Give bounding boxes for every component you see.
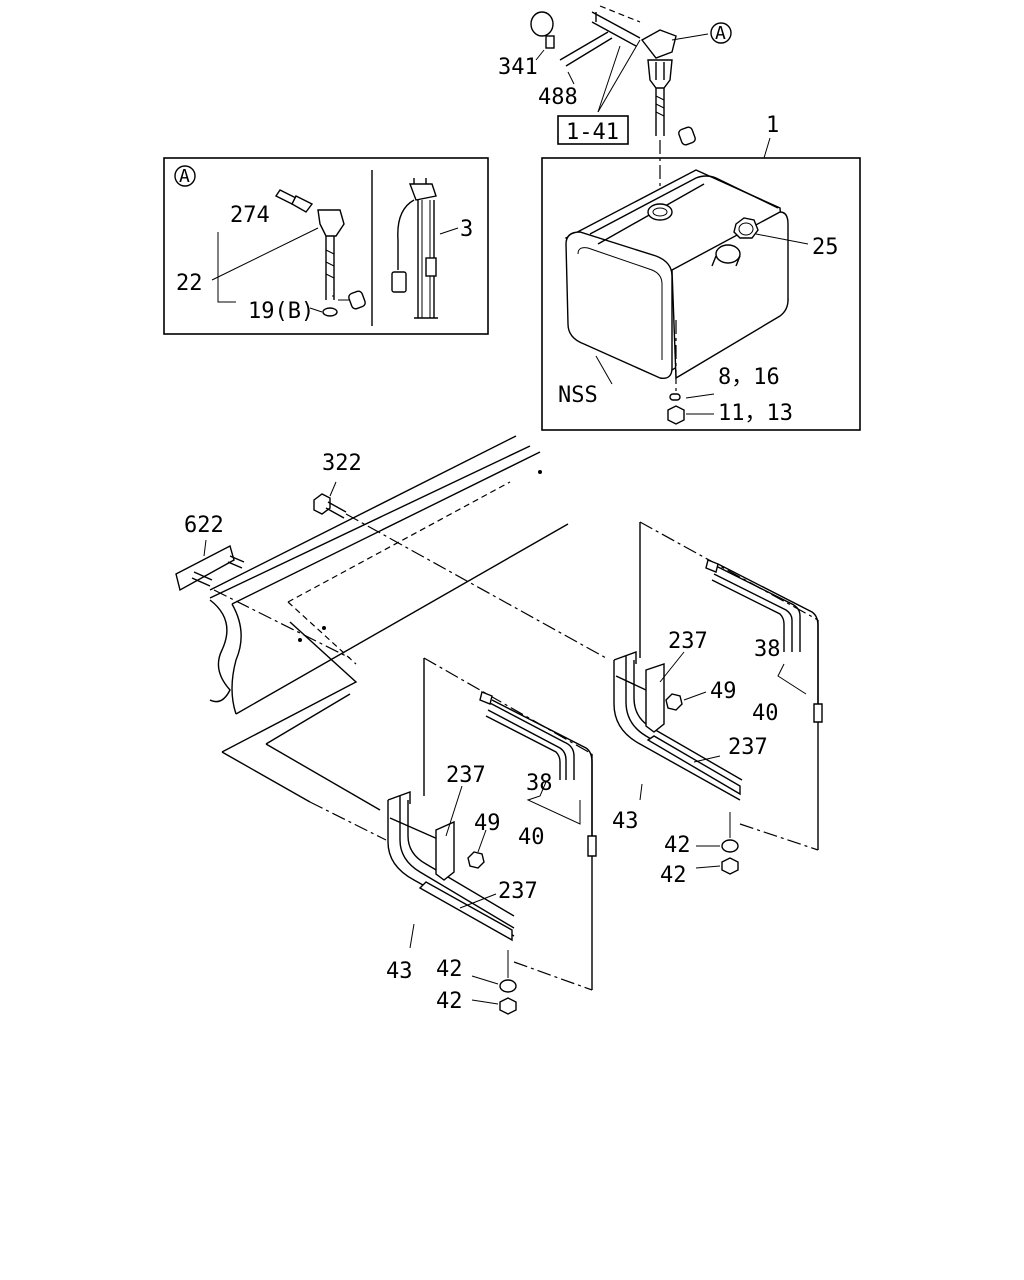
- callout-341: 341: [498, 55, 538, 80]
- callout-42-right-b: 42: [660, 863, 687, 888]
- callout-43-right: 43: [612, 809, 639, 834]
- bolt-322: [313, 295, 347, 519]
- clamp-screw: [545, 35, 555, 49]
- left-tank-bracket: [221, 621, 597, 1015]
- sender-head: [647, 59, 673, 89]
- strainer: [678, 126, 696, 146]
- callout-237-left-upper: 237: [446, 763, 486, 788]
- callout-622: 622: [184, 513, 224, 538]
- inset-sender-parts: [211, 189, 366, 317]
- callout-237-right-upper: 237: [668, 629, 708, 654]
- callout-49-right: 49: [710, 679, 737, 704]
- sender-tube: [655, 88, 665, 136]
- svg-text:A: A: [715, 23, 726, 44]
- callout-nss: NSS: [558, 383, 598, 408]
- callout-40-right: 40: [752, 701, 779, 726]
- reference-1-41: 1-41: [566, 120, 619, 145]
- detail-a-marker-top: A: [710, 22, 732, 44]
- callout-1: 1: [766, 113, 779, 138]
- filler-cap-25: [733, 217, 759, 239]
- callout-8-16: 8，16: [718, 365, 780, 390]
- tank-side-face: [671, 211, 789, 380]
- callout-42-left-b: 42: [436, 989, 463, 1014]
- callout-42-right-a: 42: [664, 833, 691, 858]
- callout-237-left-lower: 237: [498, 879, 538, 904]
- sender-bracket: [591, 11, 641, 47]
- callout-42-left-a: 42: [436, 957, 463, 982]
- fuel-tank: [564, 169, 809, 425]
- chassis-frame: [209, 435, 569, 715]
- plate-622: [175, 539, 351, 659]
- callout-22: 22: [176, 271, 203, 296]
- reference-box-1-41: [557, 115, 629, 145]
- callout-237-right-lower: 237: [728, 735, 768, 760]
- callout-25: 25: [812, 235, 839, 260]
- callout-49-left: 49: [474, 811, 501, 836]
- callout-11-13: 11，13: [718, 401, 793, 426]
- sender-opening: [647, 203, 673, 221]
- tank-front-face: [565, 231, 673, 379]
- inset-level-gauge-3: [391, 178, 459, 319]
- callout-274: 274: [230, 203, 270, 228]
- detail-a-marker-inset: A: [174, 165, 196, 187]
- detail-a-inset-frame: [163, 157, 489, 335]
- fuel-tank-frame: [541, 157, 861, 431]
- callout-40-left: 40: [518, 825, 545, 850]
- fuel-sender-assembly: [530, 5, 709, 208]
- elbow-fitting: [640, 29, 677, 59]
- sender-unit-22: [317, 209, 345, 237]
- callout-19b: 19(B): [248, 299, 314, 324]
- drain-plug-11-13: [667, 405, 685, 425]
- svg-text:A: A: [179, 166, 190, 187]
- callout-488: 488: [538, 85, 578, 110]
- callout-3: 3: [460, 217, 473, 242]
- filler-neck: [715, 244, 741, 264]
- callout-43-left: 43: [386, 959, 413, 984]
- seal-19b: [322, 307, 338, 317]
- right-tank-bracket: [613, 521, 823, 875]
- callout-38-right: 38: [754, 637, 781, 662]
- washer-8-16: [669, 393, 681, 401]
- hose-488: [559, 31, 613, 67]
- callout-322: 322: [322, 451, 362, 476]
- hose-clamp-341: [530, 11, 554, 37]
- callout-38-left: 38: [526, 771, 553, 796]
